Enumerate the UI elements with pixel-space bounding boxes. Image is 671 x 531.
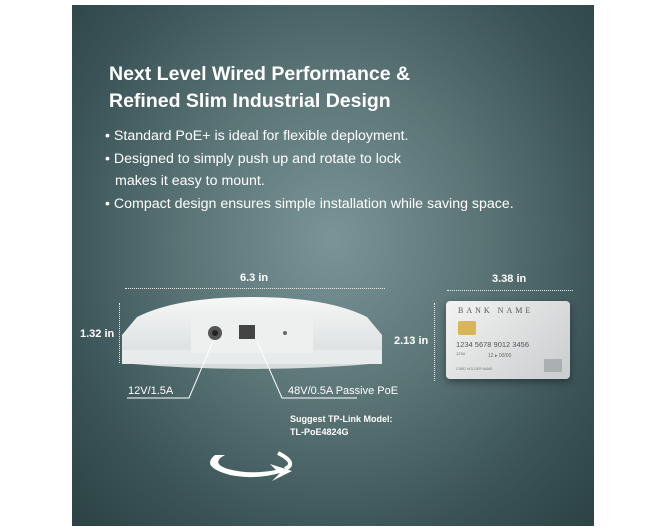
suggested-model: Suggest TP-Link Model: TL-PoE4824G bbox=[290, 413, 393, 439]
device-height-label: 1.32 in bbox=[80, 328, 115, 340]
card-height-line bbox=[434, 303, 435, 381]
hologram-icon bbox=[544, 359, 562, 372]
card-height-label: 2.13 in bbox=[394, 335, 429, 347]
rotate-arrow-icon bbox=[210, 451, 293, 481]
access-point-device bbox=[122, 297, 382, 399]
model-name: TL-PoE4824G bbox=[290, 427, 349, 437]
feature-item: makes it easy to mount. bbox=[115, 173, 265, 189]
width-dimension-line bbox=[125, 288, 385, 289]
headline-line-1: Next Level Wired Performance & bbox=[109, 63, 411, 85]
card-bank-name: BANK NAME bbox=[458, 306, 534, 315]
card-small-number: 1234 bbox=[456, 351, 465, 356]
card-width-line bbox=[447, 290, 573, 291]
feature-item: • Compact design ensures simple installa… bbox=[105, 195, 514, 212]
feature-item: • Standard PoE+ is ideal for flexible de… bbox=[105, 128, 409, 144]
suggest-text: Suggest TP-Link Model: bbox=[290, 414, 393, 424]
bank-card: BANK NAME 1234 5678 9012 3456 1234 12 ▸ … bbox=[446, 301, 570, 379]
product-panel: Next Level Wired Performance & Refined S… bbox=[72, 5, 594, 526]
device-width-label: 6.3 in bbox=[240, 272, 269, 284]
card-width-label: 3.38 in bbox=[492, 273, 527, 285]
poe-power-label: 48V/0.5A Passive PoE bbox=[288, 385, 399, 397]
height-dimension-line bbox=[119, 303, 120, 363]
card-number: 1234 5678 9012 3456 bbox=[456, 340, 529, 349]
card-expiry: 12 ▸ 00/00 bbox=[488, 353, 512, 359]
feature-item: • Designed to simply push up and rotate … bbox=[105, 150, 401, 167]
headline: Next Level Wired Performance & Refined S… bbox=[109, 61, 410, 115]
feature-list: • Standard PoE+ is ideal for flexible de… bbox=[105, 125, 514, 215]
chip-icon bbox=[458, 321, 476, 335]
card-holder: CARD HOLDER NAME bbox=[456, 367, 493, 371]
dc-power-label: 12V/1.5A bbox=[128, 385, 174, 397]
headline-line-2: Refined Slim Industrial Design bbox=[109, 90, 391, 112]
